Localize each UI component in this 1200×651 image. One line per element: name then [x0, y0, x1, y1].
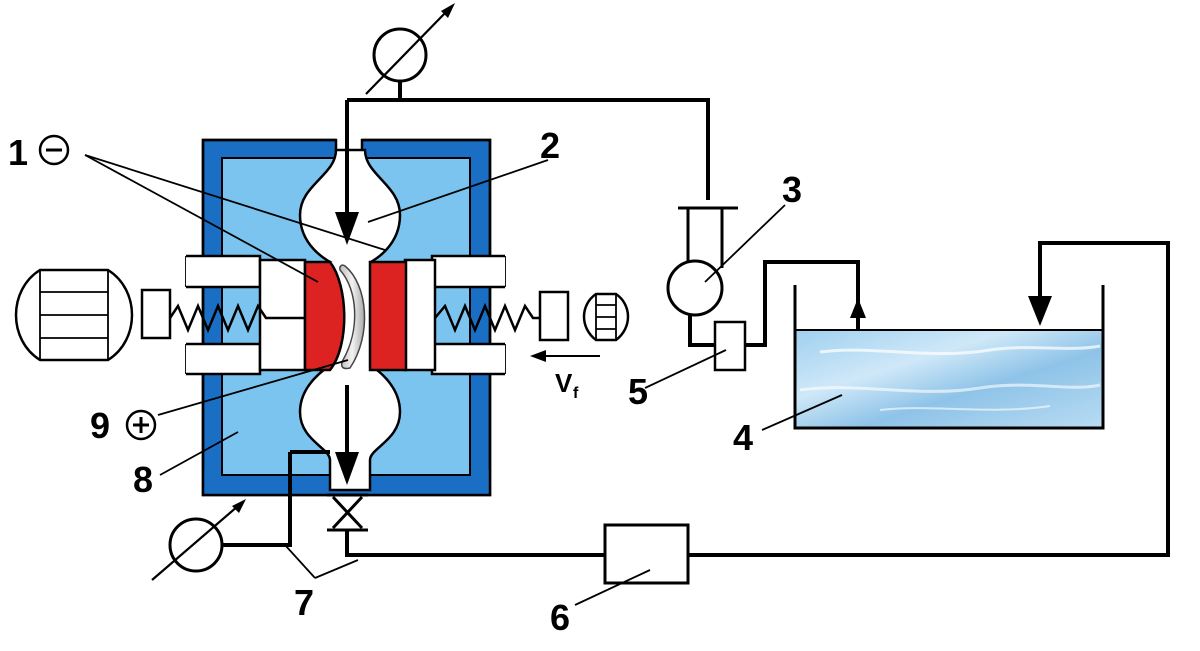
bottom-gauge-icon — [151, 499, 246, 581]
negative-polarity-icon — [38, 134, 70, 166]
leader-lines — [84, 154, 843, 606]
right-electrode — [368, 260, 408, 372]
left-spring-icon — [168, 302, 305, 334]
inlet-flow-arrow — [335, 100, 359, 245]
tank-suction-arrow — [850, 298, 866, 318]
right-spring-icon — [434, 302, 540, 334]
right-port — [403, 254, 506, 376]
label-2: 2 — [540, 125, 560, 166]
feed-velocity-label: V — [555, 368, 573, 398]
right-motor-icon — [538, 290, 630, 342]
label-7: 7 — [294, 582, 314, 623]
electrolyte-channel — [298, 148, 402, 492]
feed-velocity-subscript: f — [573, 385, 579, 402]
lower-bulb — [298, 360, 402, 492]
piping — [220, 80, 1170, 557]
electrolyte-tank — [793, 285, 1105, 430]
tank-water — [795, 330, 1103, 428]
label-6: 6 — [550, 597, 570, 638]
label-3: 3 — [782, 169, 802, 210]
valve-icon — [327, 493, 368, 532]
workpiece-blade — [339, 264, 366, 370]
positive-polarity-icon — [125, 409, 157, 441]
tank-return-arrow — [1028, 296, 1052, 326]
feed-velocity-arrow — [530, 350, 600, 362]
label-4: 4 — [733, 417, 753, 458]
outlet-flow-arrow — [335, 385, 359, 485]
separator-unit — [603, 523, 690, 585]
label-8: 8 — [133, 459, 153, 500]
pump-icon — [666, 206, 738, 317]
left-electrode — [303, 260, 346, 372]
left-motor-icon — [14, 268, 172, 362]
label-5: 5 — [628, 371, 648, 412]
label-1: 1 — [8, 132, 28, 173]
filter-icon — [713, 320, 747, 372]
top-gauge-icon — [365, 3, 455, 95]
label-9: 9 — [90, 405, 110, 446]
